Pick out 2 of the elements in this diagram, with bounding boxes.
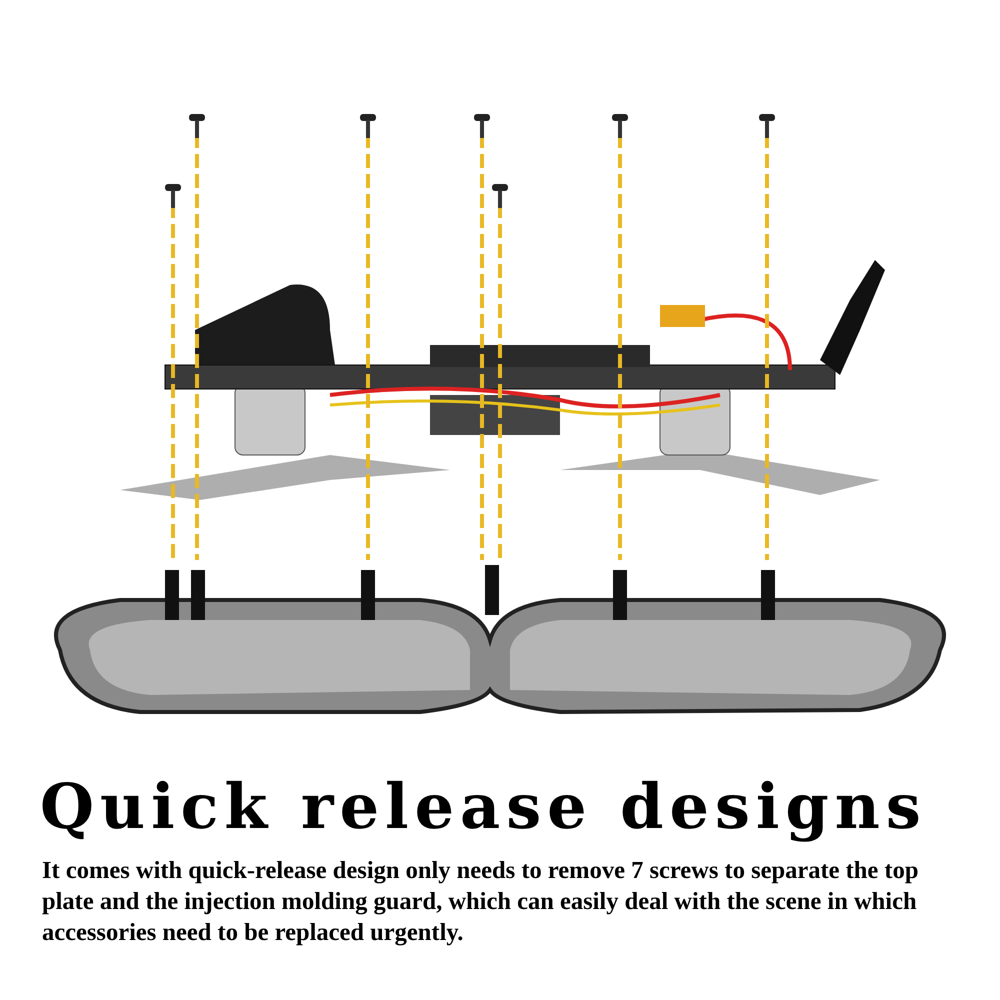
heading: Quick release designs — [40, 770, 927, 843]
description-paragraph: It comes with quick-release design only needs to remove 7 screws to separate the top plate and the injection molding guard, which can easily deal with the scene in which accessories need to be replaced urgently. — [42, 856, 920, 948]
